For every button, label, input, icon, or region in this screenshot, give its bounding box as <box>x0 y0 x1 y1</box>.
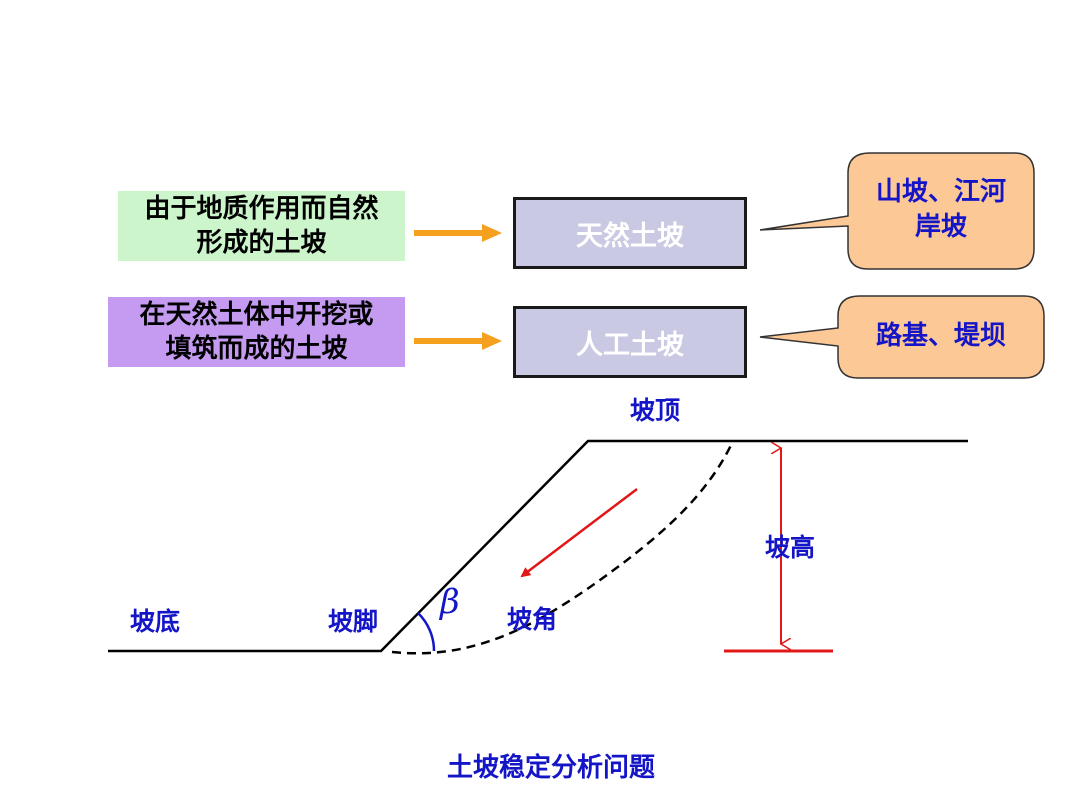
definition-line: 填筑而成的土坡 <box>165 334 348 364</box>
definition-line: 由于地质作用而自然 <box>144 194 379 224</box>
natural-examples: 山坡、江河 岸坡 <box>848 175 1034 245</box>
slip-surface <box>391 440 735 655</box>
definition-line: 在天然土体中开挖或 <box>139 300 374 330</box>
crest-label: 坡顶 <box>630 396 681 425</box>
callout-artificial <box>759 295 1045 379</box>
caption: 土坡稳定分析问题 <box>447 753 656 783</box>
arrow-natural <box>414 224 502 242</box>
natural-slope-definition: 由于地质作用而自然 形成的土坡 <box>118 191 405 261</box>
natural-slope-label: 天然土坡 <box>576 220 684 252</box>
height-label: 坡高 <box>765 533 816 562</box>
angle-symbol: β <box>440 582 460 622</box>
slope-profile <box>108 439 968 653</box>
artificial-slope-definition: 在天然土体中开挖或 填筑而成的土坡 <box>108 297 405 367</box>
base-label: 坡底 <box>130 607 181 636</box>
sliding-direction-arrow <box>520 488 638 578</box>
angle-label: 坡角 <box>507 605 558 634</box>
example-line: 山坡、江河 <box>875 177 1006 207</box>
callout-natural <box>759 152 1035 270</box>
natural-slope-box: 天然土坡 <box>513 197 747 269</box>
toe-label: 坡脚 <box>328 607 379 636</box>
artificial-slope-label: 人工土坡 <box>576 329 684 361</box>
artificial-slope-box: 人工土坡 <box>513 306 747 378</box>
arrow-artificial <box>414 332 502 350</box>
example-line: 岸坡 <box>914 212 967 242</box>
slope-angle-arc <box>417 612 436 652</box>
example-line: 路基、堤坝 <box>875 321 1006 351</box>
artificial-examples: 路基、堤坝 <box>838 319 1044 354</box>
definition-line: 形成的土坡 <box>196 228 327 258</box>
